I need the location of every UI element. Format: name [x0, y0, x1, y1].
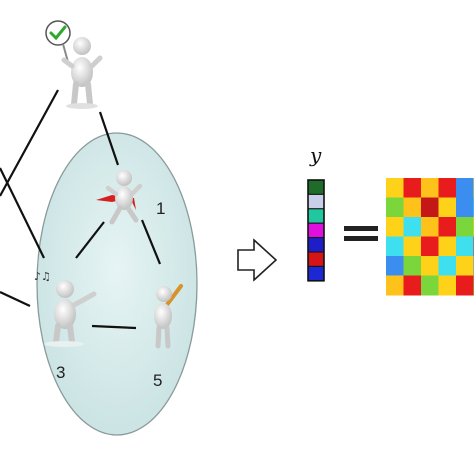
matrix-cell [438, 256, 457, 276]
matrix-cell [421, 178, 439, 198]
vector-y [307, 179, 325, 282]
node-3-singer-figure: ♪♫ [34, 270, 97, 347]
matrix-cell [403, 275, 422, 296]
node-5-label: 5 [153, 371, 162, 390]
bat-icon [164, 284, 183, 308]
matrix-cell [403, 178, 422, 198]
equals-sign [344, 226, 378, 241]
graph-edges [0, 89, 162, 330]
edge-referee-to-node-1 [98, 111, 120, 166]
node-3-label: 3 [56, 363, 65, 382]
vector-cell [307, 251, 325, 267]
vector-cell [307, 208, 325, 224]
matrix-cell [438, 217, 457, 237]
vector-cell [307, 265, 325, 282]
matrix-cell [456, 217, 474, 237]
check-icon [49, 25, 67, 41]
node-5-batter-figure [154, 284, 183, 349]
matrix-cell [386, 236, 404, 257]
vector-cell [307, 222, 325, 239]
matrix-cell [386, 217, 404, 237]
matrix-cell [403, 217, 422, 237]
matrix-cell [386, 256, 404, 276]
matrix-cell [421, 256, 439, 276]
cluster-ellipse [36, 132, 198, 436]
matrix-cell [438, 197, 457, 218]
matrix-cell [456, 197, 474, 218]
color-matrix [386, 178, 474, 296]
matrix-cell [438, 275, 457, 296]
edge-node-1-to-node-3 [75, 221, 105, 259]
matrix-cell [403, 256, 422, 276]
matrix-cell [456, 275, 474, 296]
matrix-cell [421, 275, 439, 296]
vector-cell [307, 237, 325, 253]
edge-outside-b [0, 291, 31, 307]
matrix-cell [403, 236, 422, 257]
node-1-label: 1 [156, 199, 165, 218]
referee-figure [45, 20, 103, 109]
matrix-cell [421, 217, 439, 237]
matrix-cell [386, 275, 404, 296]
matrix-cell [456, 178, 474, 198]
edge-node-3-to-node-5 [91, 324, 137, 330]
edge-outside-a [0, 167, 45, 259]
matrix-cell [438, 236, 457, 257]
matrix-cell [403, 197, 422, 218]
music-notes-icon: ♪♫ [34, 270, 51, 283]
matrix-cell [421, 197, 439, 218]
vector-y-label: y [309, 143, 322, 167]
vector-frame [307, 179, 325, 282]
hollow-arrow-icon [237, 238, 278, 282]
matrix-cell [456, 236, 474, 257]
edge-node-1-to-node-5 [140, 219, 162, 265]
vector-cell [307, 179, 325, 195]
matrix-cell [421, 236, 439, 257]
matrix-cell [386, 178, 404, 198]
matrix-cell [456, 256, 474, 276]
vector-cell [307, 193, 325, 210]
matrix-cell [438, 178, 457, 198]
matrix-cell [386, 197, 404, 218]
edge-referee-to-outside [0, 89, 59, 197]
node-1-runner-figure [96, 170, 143, 225]
